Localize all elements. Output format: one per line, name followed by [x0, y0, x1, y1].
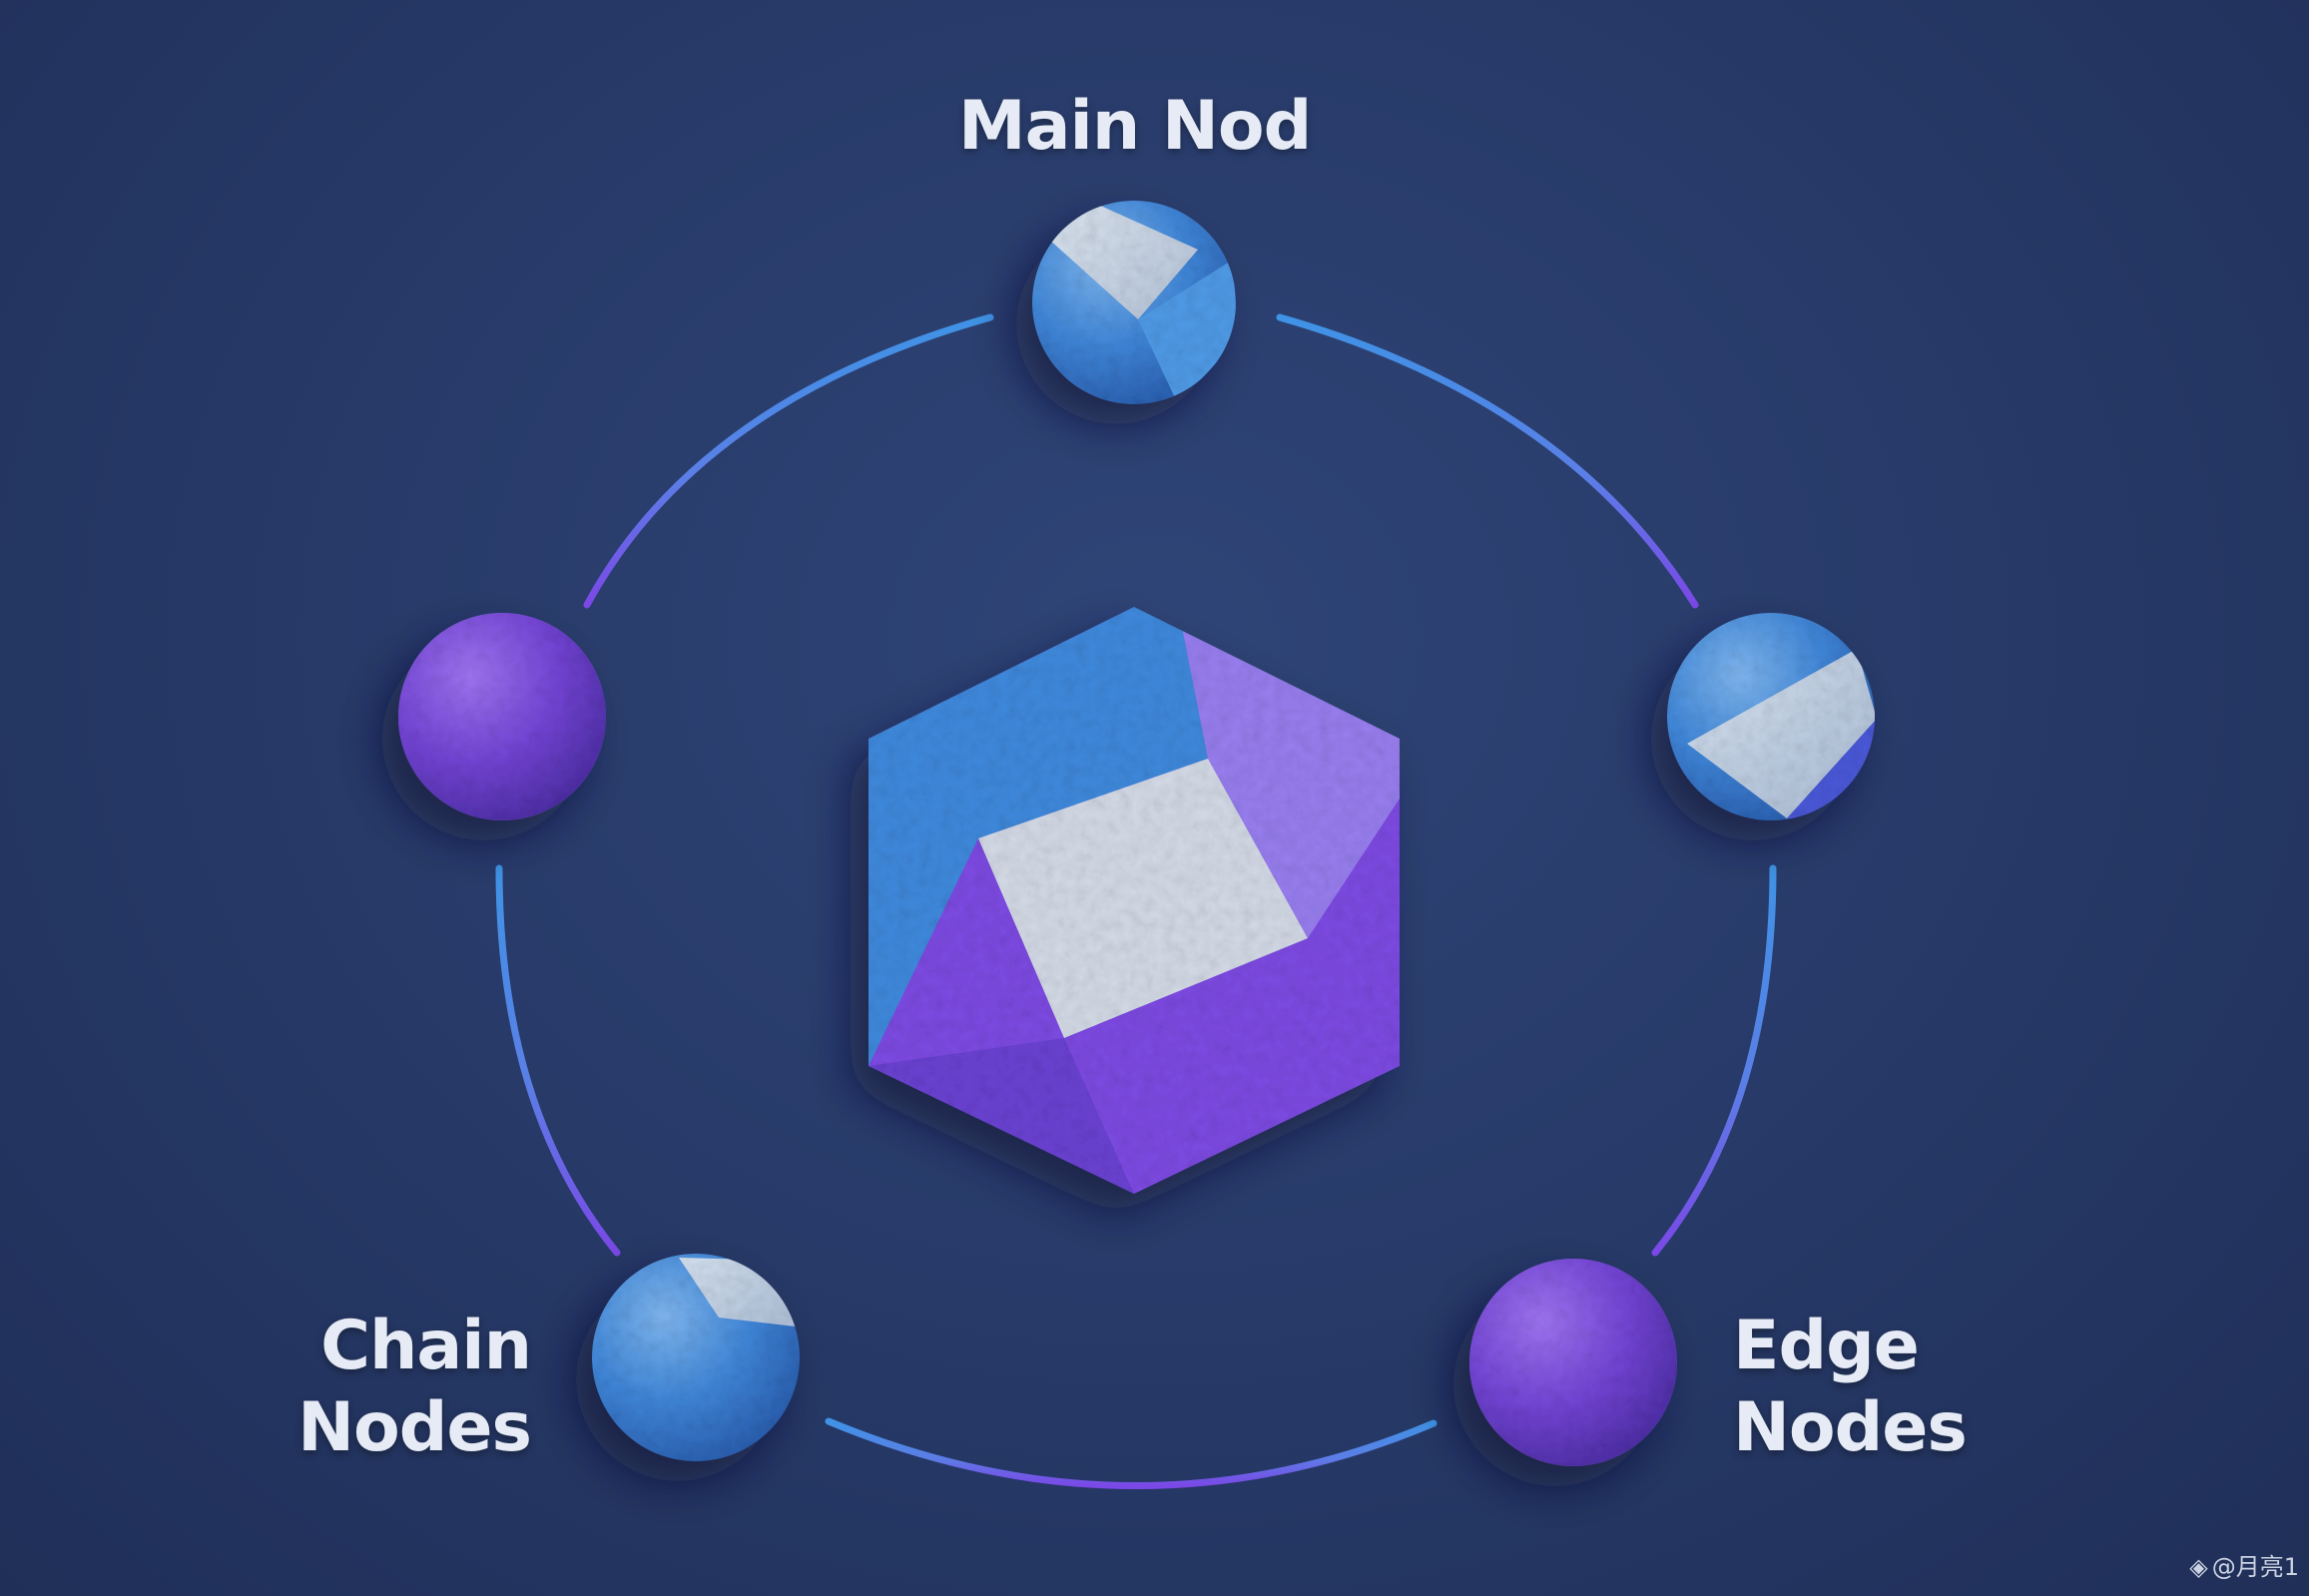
- edge-nodes-label-line2: Nodes: [1733, 1387, 2032, 1469]
- watermark: ◈@月亮1: [2189, 1547, 2299, 1582]
- right-node-sphere: [1667, 613, 1877, 828]
- main-node-sphere: [1032, 201, 1238, 404]
- edge-node-sphere: [1469, 1259, 1677, 1466]
- edge-nodes-label: Edge Nodes: [1733, 1306, 2032, 1469]
- chain-nodes-label-line1: Chain: [260, 1306, 531, 1387]
- ring-arc-top-left: [587, 317, 990, 605]
- chain-nodes-label: Chain Nodes: [260, 1306, 531, 1469]
- main-node-label-text: Main Nod: [958, 86, 1378, 168]
- center-hexagon-node: [859, 599, 1418, 1208]
- ring-arc-right: [1655, 868, 1773, 1253]
- ring-arc-left: [499, 868, 617, 1253]
- diamond-logo-icon: ◈: [2189, 1553, 2207, 1581]
- edge-nodes-label-line1: Edge: [1733, 1306, 2032, 1387]
- ring-arc-top-right: [1280, 317, 1695, 605]
- chain-nodes-label-line2: Nodes: [260, 1387, 531, 1469]
- watermark-text: @月亮1: [2212, 1553, 2299, 1581]
- main-node-label: Main Nod: [958, 86, 1378, 168]
- chain-node-sphere: [592, 1254, 804, 1461]
- ring-arc-bottom: [829, 1421, 1434, 1486]
- left-node-sphere: [398, 613, 606, 820]
